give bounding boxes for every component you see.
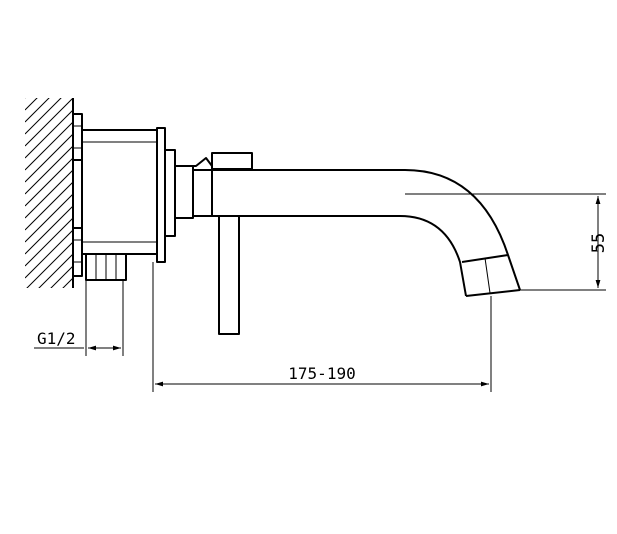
dimension-label-spout-projection: 175-190: [288, 364, 355, 383]
dimension-spout-projection: [152, 262, 492, 392]
dimension-spout-height: [405, 193, 606, 291]
dimension-inlet-thread: [34, 280, 124, 356]
spout: [174, 165, 521, 297]
flange-collar: [164, 149, 176, 237]
lever-handle: [175, 152, 253, 335]
wall-flange-plate: [156, 127, 166, 263]
dimension-label-inlet-thread: G1/2: [37, 329, 76, 348]
wall-hatching: [25, 98, 73, 288]
top-mounting-nut: [72, 113, 83, 161]
dimension-label-spout-height: 55: [589, 233, 609, 253]
valve-body: [81, 129, 158, 255]
inlet-fitting: [85, 253, 127, 281]
bottom-mounting-nut: [72, 227, 83, 277]
